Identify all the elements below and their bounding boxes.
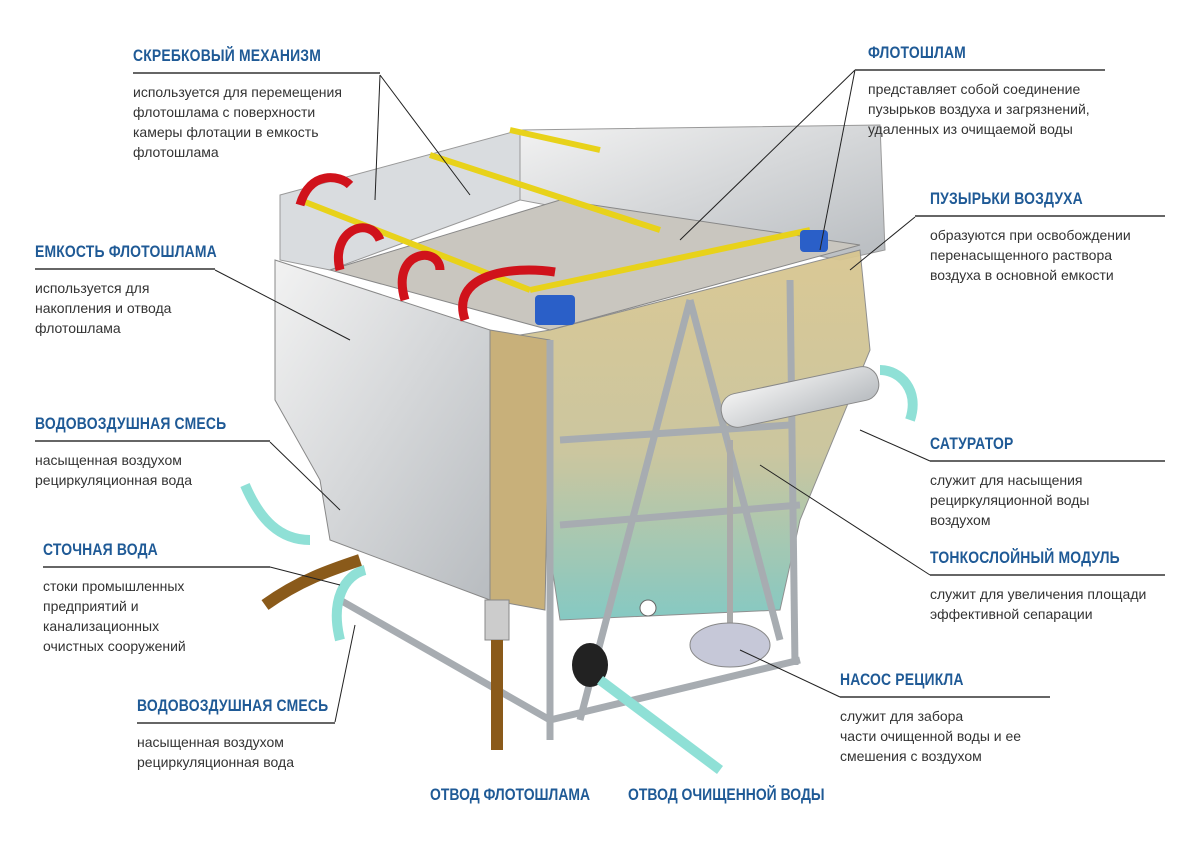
text-line: используется для	[35, 280, 150, 296]
divider	[43, 566, 270, 568]
sludge-outlet-label: ОТВОД ФЛОТОШЛАМА	[430, 785, 591, 804]
red-flow-arrows	[295, 173, 556, 322]
callout-title: СТОЧНАЯ ВОДА	[43, 540, 158, 559]
recycle-pump	[689, 622, 771, 668]
text-line: служит для забора	[840, 708, 964, 724]
text-line: насыщенная воздухом	[35, 452, 182, 468]
text-line: служит для увеличения площади	[930, 586, 1147, 602]
text-line: насыщенная воздухом	[137, 734, 284, 750]
text-line: камеры флотации в емкость	[133, 124, 319, 140]
text-line: представляет собой соединение	[868, 81, 1081, 97]
callout-title: ВОДОВОЗДУШНАЯ СМЕСЬ	[35, 414, 227, 433]
divider	[35, 440, 270, 442]
text-line: воздухом	[930, 512, 991, 528]
callout-text: служит для насыщения рециркуляционной вод…	[930, 470, 1165, 530]
motor	[535, 295, 575, 325]
pressure-gauge	[639, 599, 657, 617]
cyan-flow-arrows	[240, 365, 918, 774]
brown-flow-arrows	[261, 554, 503, 750]
text-line: рециркуляционной воды	[930, 492, 1090, 508]
motor	[800, 230, 828, 252]
callout-title: ЕМКОСТЬ ФЛОТОШЛАМА	[35, 242, 217, 261]
text-line: очистных сооружений	[43, 638, 186, 654]
divider	[137, 722, 335, 724]
text-line: удаленных из очищаемой воды	[868, 121, 1073, 137]
text-line: рециркуляционная вода	[137, 754, 294, 770]
callout-text: используется для перемещения флотошлама с…	[133, 82, 380, 162]
callout-saturator: САТУРАТОР служит для насыщения рециркуляц…	[930, 434, 1165, 530]
text-line: смешения с воздухом	[840, 748, 982, 764]
callout-lamella-module: ТОНКОСЛОЙНЫЙ МОДУЛЬ служит для увеличени…	[930, 548, 1165, 624]
callout-wastewater: СТОЧНАЯ ВОДА стоки промышленных предприят…	[43, 540, 270, 656]
callout-text: представляет собой соединение пузырьков в…	[868, 79, 1105, 139]
text-line: накопления и отвода	[35, 300, 172, 316]
callout-title: ПУЗЫРЬКИ ВОЗДУХА	[930, 189, 1083, 208]
text-line: служит для насыщения	[930, 472, 1083, 488]
clean-water-flange	[572, 643, 608, 687]
callout-title: СКРЕБКОВЫЙ МЕХАНИЗМ	[133, 46, 321, 65]
divider	[840, 696, 1050, 698]
callout-title: НАСОС РЕЦИКЛА	[840, 670, 964, 689]
text-line: пузырьков воздуха и загрязнений,	[868, 101, 1090, 117]
divider	[855, 69, 1105, 71]
callout-title: САТУРАТОР	[930, 434, 1014, 453]
callout-air-water-mix-2: ВОДОВОЗДУШНАЯ СМЕСЬ насыщенная воздухом р…	[137, 696, 335, 772]
callout-air-bubbles: ПУЗЫРЬКИ ВОЗДУХА образуются при освобожд…	[915, 189, 1165, 285]
text-line: перенасыщенного раствора	[930, 247, 1113, 263]
divider	[35, 268, 215, 270]
text-line: флотошлама	[133, 144, 219, 160]
callout-scraper: СКРЕБКОВЫЙ МЕХАНИЗМ используется для пер…	[133, 46, 380, 162]
callout-text: образуются при освобождении перенасыщенно…	[930, 225, 1165, 285]
callout-sludge-tank: ЕМКОСТЬ ФЛОТОШЛАМА используется для накоп…	[35, 242, 217, 338]
text-line: стоки промышленных	[43, 578, 185, 594]
callout-air-water-mix-1: ВОДОВОЗДУШНАЯ СМЕСЬ насыщенная воздухом р…	[35, 414, 270, 490]
callout-recycle-pump: НАСОС РЕЦИКЛА служит для забора части очи…	[840, 670, 1050, 766]
callout-title: ТОНКОСЛОЙНЫЙ МОДУЛЬ	[930, 548, 1120, 567]
divider	[930, 574, 1165, 576]
divider	[133, 72, 380, 74]
saturator-pipe	[720, 366, 880, 428]
callout-text: служит для увеличения площади эффективной…	[930, 584, 1165, 624]
text-line: образуются при освобождении	[930, 227, 1131, 243]
divider	[930, 460, 1165, 462]
callout-text: насыщенная воздухом рециркуляционная вода	[35, 450, 270, 490]
callout-title: ВОДОВОЗДУШНАЯ СМЕСЬ	[137, 696, 329, 715]
callout-title: ФЛОТОШЛАМ	[868, 43, 966, 62]
text-line: предприятий и	[43, 598, 139, 614]
text-line: канализационных	[43, 618, 160, 634]
text-line: эффективной сепарации	[930, 606, 1093, 622]
sludge-tank-side	[489, 329, 551, 611]
callout-text: используется для накопления и отвода флото…	[35, 278, 215, 338]
callout-text: насыщенная воздухом рециркуляционная вода	[137, 732, 335, 772]
callout-text: служит для забора части очищенной воды и …	[840, 706, 1050, 766]
text-line: части очищенной воды и ее	[840, 728, 1022, 744]
text-line: флотошлама	[35, 320, 121, 336]
sludge-tank	[274, 259, 491, 601]
text-line: используется для перемещения	[133, 84, 342, 100]
divider	[915, 215, 1165, 217]
text-line: флотошлама с поверхности	[133, 104, 316, 120]
text-line: рециркуляционная вода	[35, 472, 192, 488]
callout-text: стоки промышленных предприятий и канализац…	[43, 576, 270, 656]
leader-lines	[214, 69, 931, 723]
text-line: воздуха в основной емкости	[930, 267, 1114, 283]
sludge-outlet-pipe	[484, 599, 510, 641]
clean-water-outlet-label: ОТВОД ОЧИЩЕННОЙ ВОДЫ	[628, 785, 825, 804]
